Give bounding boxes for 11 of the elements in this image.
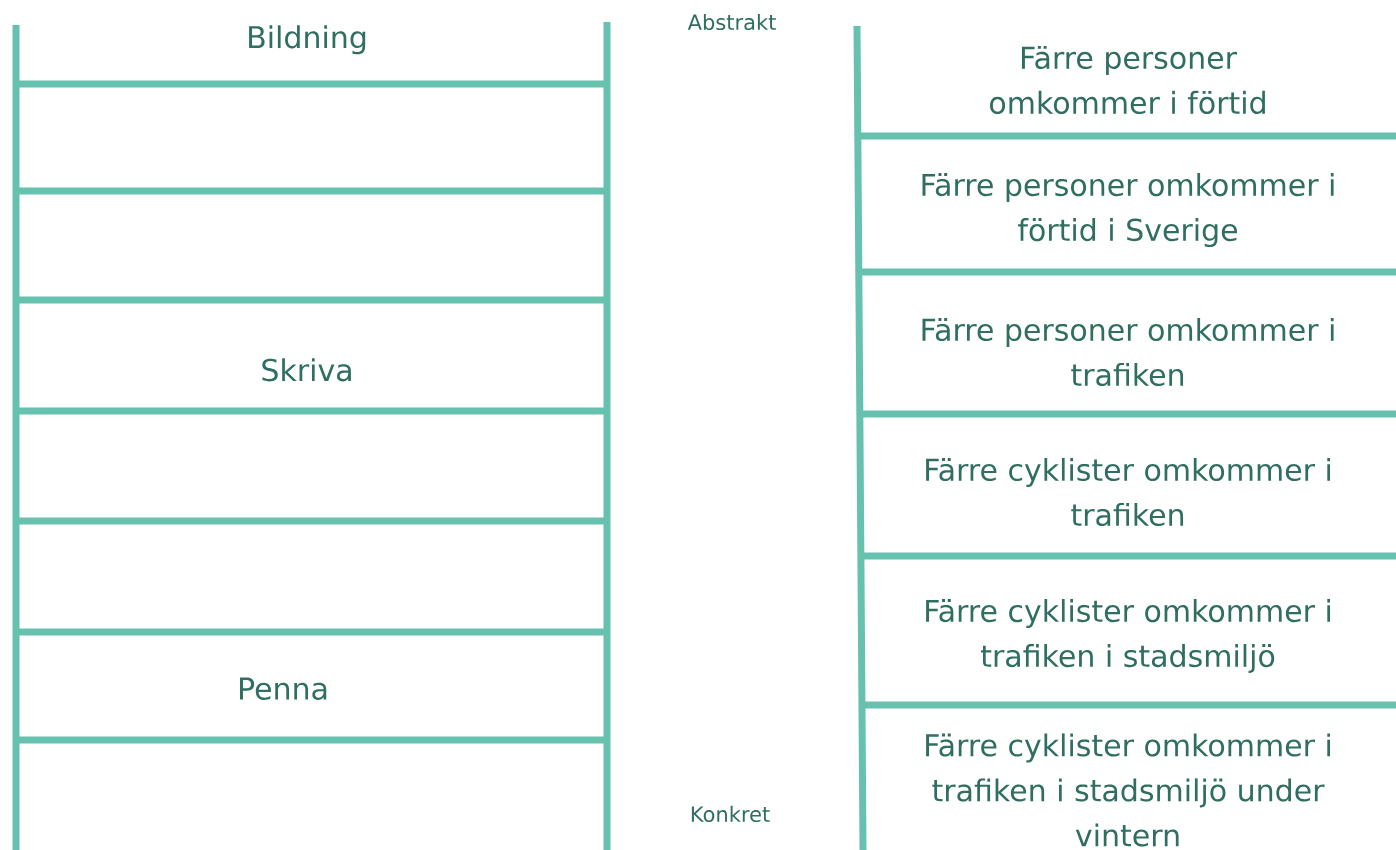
ladder-step-text: Färre cyklister omkommer i trafiken i stadsmiljö under vintern <box>926 733 1330 847</box>
ladder-step-text: Skriva <box>262 358 351 382</box>
ladder-step-text: Färre cyklister omkommer i trafiken i stadsmiljö <box>926 599 1330 673</box>
ladder-step-text: Färre cyklister omkommer i trafiken <box>926 457 1330 527</box>
axis-label: Abstrakt <box>687 13 776 31</box>
ladder-step-text: Färre personer omkommer i förtid i Sverige <box>922 173 1334 247</box>
ladder-step-text: Bildning <box>249 25 366 55</box>
axis-label: Konkret <box>691 805 770 823</box>
ladder-step-text: Penna <box>240 677 327 700</box>
ladder-step-text: Färre personer omkommer i trafiken <box>922 317 1334 387</box>
ladder-step-text: Färre personer omkommer i förtid <box>990 45 1265 115</box>
